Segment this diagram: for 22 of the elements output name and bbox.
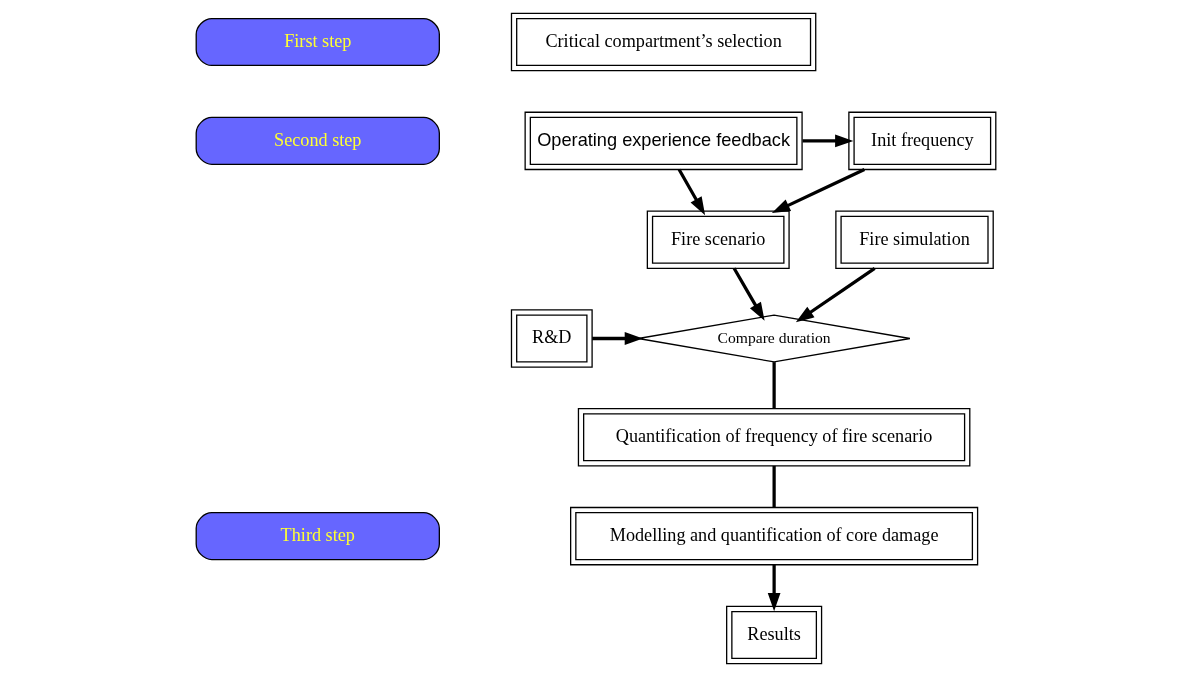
node-box: Results	[726, 605, 823, 665]
node-box: Quantification of frequency of fire scenario	[577, 408, 971, 467]
node-box: Operating experience feedback	[524, 111, 803, 171]
arrow	[677, 168, 706, 216]
node-box: Fire scenario	[646, 210, 790, 269]
arrow	[802, 134, 854, 148]
node-box: Third step	[195, 512, 440, 561]
node-box: Second step	[195, 116, 440, 165]
node-box: R&D	[510, 309, 593, 368]
node-box: First step	[195, 18, 440, 67]
arrow	[592, 332, 643, 345]
node-box: Fire simulation	[835, 210, 994, 269]
node-diamond: Compare duration	[637, 314, 911, 363]
arrow	[767, 564, 781, 612]
arrow	[771, 168, 866, 214]
arrow	[795, 266, 876, 323]
node-box: Modelling and quantification of core damage	[570, 506, 979, 566]
node-box: Critical compartment’s selection	[510, 12, 817, 72]
connector	[772, 465, 776, 508]
arrow	[732, 267, 765, 321]
connector	[772, 362, 776, 409]
node-box: Init frequency	[848, 111, 997, 171]
